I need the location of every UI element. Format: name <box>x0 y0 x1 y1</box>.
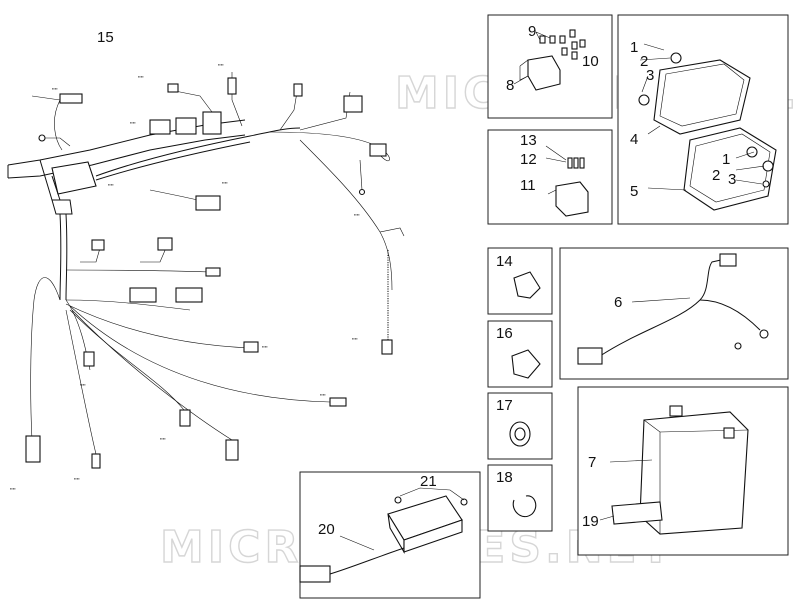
connector-sensore-fase <box>157 237 173 251</box>
connector-pompa-benzina <box>195 195 221 211</box>
callout-2-bottom: 2 <box>712 167 720 184</box>
strap-19 <box>611 501 663 525</box>
callout-10: 10 <box>582 53 599 70</box>
connector-pressione <box>91 453 101 469</box>
panel-fuse-box <box>487 14 613 119</box>
connector-lcs <box>293 83 303 97</box>
connector-centralina-sx <box>91 239 105 251</box>
fuses <box>539 29 586 60</box>
connector-6 <box>577 347 603 365</box>
tiny-label: ▪▪▪▪ <box>262 344 268 349</box>
callout-6: 6 <box>614 294 622 311</box>
connector-6b <box>719 253 737 267</box>
callout-18: 18 <box>496 469 513 486</box>
tiny-label: ▪▪▪▪ <box>218 62 224 67</box>
tiny-label: ▪▪▪▪ <box>10 486 16 491</box>
callout-12: 12 <box>520 151 537 168</box>
callout-7: 7 <box>588 454 596 471</box>
tiny-label: ▪▪▪▪ <box>354 212 360 217</box>
tiny-label: ▪▪▪▪ <box>108 182 114 187</box>
main-harness: ▪▪▪▪ ▪▪▪▪ ▪▪▪▪ ▪▪▪▪ ▪▪▪▪ ▪▪▪▪ ▪▪▪▪ ▪▪▪▪ … <box>7 62 405 491</box>
connector-temperatura <box>179 409 191 427</box>
junction-block <box>51 161 97 195</box>
callout-labels: 15 9 10 8 13 12 11 1 2 3 4 5 1 2 3 14 6 … <box>97 23 736 538</box>
callout-2-top: 2 <box>640 53 648 70</box>
panel-relay <box>487 129 613 225</box>
callout-1-bottom: 1 <box>722 151 730 168</box>
clip-14 <box>513 271 541 299</box>
tiny-label: ▪▪▪▪ <box>52 86 58 91</box>
callout-5: 5 <box>630 183 638 200</box>
control-unit-part <box>299 487 468 583</box>
callout-9: 9 <box>528 23 536 40</box>
connector-fanale-posteriore <box>329 397 347 407</box>
connector-motorino <box>381 339 393 355</box>
tiny-label: ▪▪▪▪ <box>160 436 166 441</box>
fuse-box-parts <box>513 29 586 91</box>
battery-cable-part <box>577 253 769 365</box>
coil-2 <box>175 287 203 303</box>
tiny-label: ▪▪▪▪ <box>80 382 86 387</box>
tiny-label: ▪▪▪▪ <box>320 392 326 397</box>
tiny-label: ▪▪▪▪ <box>222 180 228 185</box>
callout-13: 13 <box>520 132 537 149</box>
relay-b <box>175 117 197 135</box>
tiny-label: ▪▪▪▪ <box>138 74 144 79</box>
callout-16: 16 <box>496 325 513 342</box>
sensor-top <box>227 77 237 95</box>
tiny-label: ▪▪▪▪ <box>74 476 80 481</box>
relay-parts <box>545 145 589 217</box>
sensor-folle <box>167 83 179 93</box>
ring-terminal-massa <box>38 134 46 142</box>
tie-18 <box>512 495 537 518</box>
connector-20 <box>299 565 331 583</box>
callout-3-top: 3 <box>646 67 654 84</box>
connector-sensore-abs <box>83 351 95 367</box>
callout-8: 8 <box>506 77 514 94</box>
connector-cruscotto <box>343 95 363 113</box>
cover-top <box>653 59 751 135</box>
callout-17: 17 <box>496 397 513 414</box>
callout-21: 21 <box>420 473 437 490</box>
tiny-label: ▪▪▪▪ <box>352 336 358 341</box>
connector-motore-sx <box>59 93 83 104</box>
small-parts <box>509 271 541 518</box>
battery-cover-parts <box>638 43 777 211</box>
connector-cavi-bloccaggio <box>243 341 259 353</box>
callout-3-bottom: 3 <box>728 171 736 188</box>
ring-terminal-a <box>358 188 366 196</box>
callout-11: 11 <box>520 177 536 194</box>
tiny-label: ▪▪▪▪ <box>130 120 136 125</box>
relay-a <box>149 119 171 135</box>
connector-freno-post <box>369 143 387 157</box>
relay-c <box>202 111 222 135</box>
callout-20: 20 <box>318 521 335 538</box>
callout-14: 14 <box>496 253 513 270</box>
coil-1 <box>129 287 157 303</box>
callout-15: 15 <box>97 29 114 46</box>
callout-4: 4 <box>630 131 638 148</box>
holder-16 <box>511 349 541 379</box>
connector-comando-avviamento <box>205 267 221 277</box>
callout-19: 19 <box>582 513 599 530</box>
battery-part <box>599 405 749 535</box>
connector-hbo <box>225 439 239 461</box>
connector-motore-dx <box>25 435 41 463</box>
callout-1-top: 1 <box>630 39 638 56</box>
